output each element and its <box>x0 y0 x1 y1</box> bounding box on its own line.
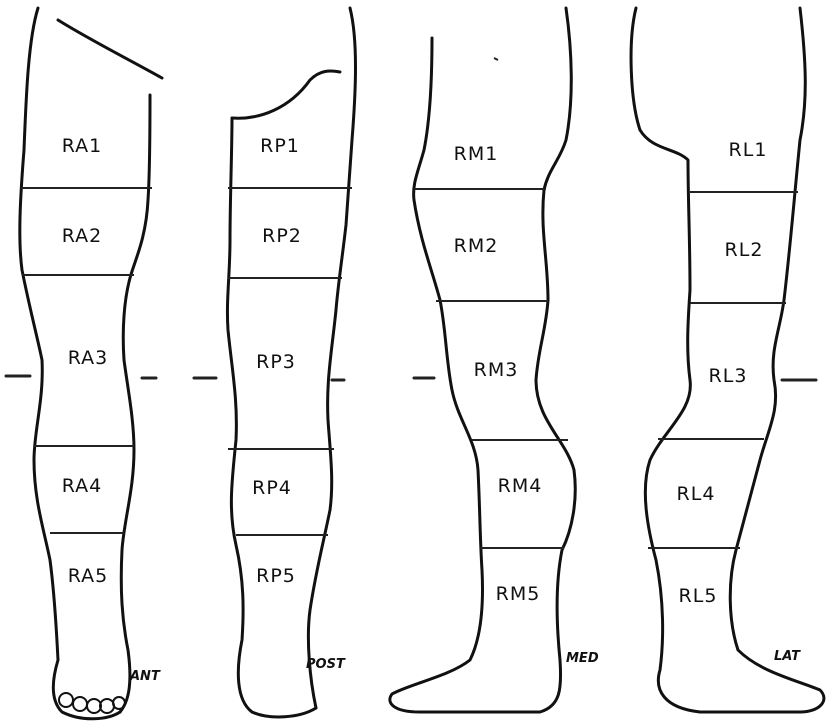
leg-anterior-hip-curve <box>58 20 162 78</box>
zone-label-ra4: RA4 <box>62 475 103 497</box>
zone-label-ra2: RA2 <box>62 225 103 247</box>
zone-label-rl1: RL1 <box>729 139 768 161</box>
zone-label-rm1: RM1 <box>454 143 499 165</box>
leg-medial-mark <box>494 58 498 60</box>
view-label-med: MED <box>566 651 599 666</box>
zone-label-ra5: RA5 <box>68 565 109 587</box>
view-label-post: POST <box>306 657 346 672</box>
zone-label-rl5: RL5 <box>679 585 718 607</box>
zone-label-rm5: RM5 <box>496 583 541 605</box>
leg-posterior-outline-left <box>227 118 316 717</box>
zone-label-rm3: RM3 <box>474 359 519 381</box>
leg-lateral-outline-right <box>700 8 824 712</box>
leg-posterior-outline-right <box>308 8 355 708</box>
zone-label-rl3: RL3 <box>709 365 748 387</box>
leg-medial: RM1 RM2 RM3 RM4 RM5 MED <box>390 8 599 712</box>
leg-anterior: RA1 RA2 RA3 RA4 RA5 ANT <box>20 8 162 719</box>
zone-label-rp3: RP3 <box>256 351 296 373</box>
view-label-ant: ANT <box>129 669 161 684</box>
leg-medial-outline-left <box>390 38 483 712</box>
zone-label-rm2: RM2 <box>454 235 499 257</box>
zone-label-rl2: RL2 <box>725 239 764 261</box>
zone-label-ra3: RA3 <box>68 347 109 369</box>
leg-anterior-toes <box>59 693 125 713</box>
zone-label-rp1: RP1 <box>260 135 300 157</box>
zone-label-ra1: RA1 <box>62 135 103 157</box>
leg-lateral: RL1 RL2 RL3 RL4 RL5 LAT <box>631 8 824 712</box>
zone-label-rp2: RP2 <box>262 225 302 247</box>
zone-label-rp5: RP5 <box>256 565 296 587</box>
zone-label-rm4: RM4 <box>498 475 543 497</box>
leg-posterior-buttock-curve <box>232 71 340 118</box>
view-label-lat: LAT <box>774 649 801 664</box>
zone-label-rp4: RP4 <box>252 477 292 499</box>
leg-posterior: RP1 RP2 RP3 RP4 RP5 POST <box>227 8 355 717</box>
zone-label-rl4: RL4 <box>677 483 716 505</box>
